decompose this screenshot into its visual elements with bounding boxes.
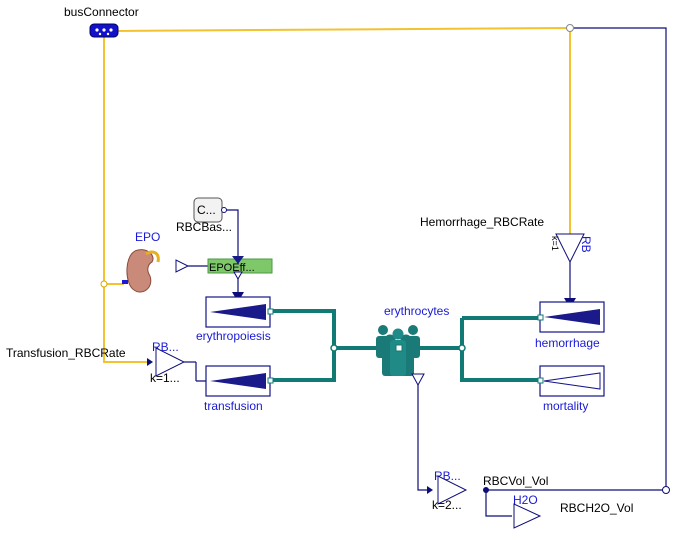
hemorrhage-gain-block[interactable]: RB k=1 — [550, 233, 593, 264]
transfusion-block[interactable] — [205, 365, 274, 397]
transfusion-gain-block[interactable] — [147, 347, 186, 377]
rbch2o-vol-label: RBCH2O_Vol — [560, 501, 633, 515]
h2o-label: H2O — [513, 493, 538, 507]
c-block-label: C... — [197, 203, 216, 217]
bus-junction-top — [566, 24, 574, 32]
ramp-flow-icon — [543, 372, 601, 390]
triangle-gain-icon — [555, 233, 585, 264]
erythrocytes-output-triangle-icon — [411, 373, 425, 387]
gain-top-k-label: k=1... — [150, 371, 180, 385]
flow-junction-right — [458, 344, 466, 352]
transfusion-label: transfusion — [204, 399, 263, 413]
triangle-gain-icon — [437, 475, 468, 505]
erythropoiesis-block[interactable] — [205, 296, 274, 328]
hemorrhage-block[interactable] — [537, 301, 605, 333]
signal-junction-h2o — [483, 487, 489, 493]
bus-lines — [103, 26, 571, 363]
rbc-base-label: RBCBas... — [176, 220, 232, 234]
signal-lines — [184, 27, 667, 517]
ramp-flow-icon — [210, 373, 266, 389]
bus-connector-label: busConnector — [64, 5, 139, 19]
erythrocytes-label: erythrocytes — [384, 304, 449, 318]
hemorrhage-gain-k-label: k=1 — [550, 236, 560, 251]
flow-junction-left — [330, 344, 338, 352]
rb-vertical-label: RB — [579, 236, 593, 253]
erythropoiesis-label: erythropoiesis — [196, 329, 271, 343]
hemorrhage-label: hemorrhage — [535, 336, 600, 350]
mortality-block[interactable] — [537, 365, 605, 397]
signal-arrowheads — [232, 292, 576, 494]
epo-effect-block[interactable]: EPOEff... — [207, 256, 273, 281]
ramp-flow-icon — [544, 309, 600, 325]
ramp-flow-icon — [210, 304, 266, 320]
rbcvol-vol-label: RBCVol_Vol — [483, 474, 548, 488]
hemorrhage-rbcrate-label: Hemorrhage_RBCRate — [420, 215, 544, 229]
mortality-label: mortality — [543, 399, 588, 413]
epo-label: EPO — [135, 230, 160, 244]
epo-input-triangle-icon — [175, 259, 190, 273]
epo-effect-label: EPOEff... — [209, 262, 255, 274]
bus-junction-left — [100, 280, 108, 288]
triangle-gain-icon — [155, 347, 186, 377]
signal-junction-rbcvol — [662, 486, 670, 494]
c-block[interactable]: C... — [193, 197, 227, 223]
people-icon[interactable] — [376, 325, 420, 376]
transfusion-rbcrate-label: Transfusion_RBCRate — [6, 346, 126, 360]
bus-connector-icon[interactable] — [89, 23, 119, 38]
h2o-gain-block[interactable] — [513, 503, 542, 529]
gain-bottom-k-label: k=2... — [432, 498, 462, 512]
rbc-volume-gain-block[interactable] — [437, 475, 468, 505]
kidney-icon[interactable] — [122, 249, 160, 293]
triangle-gain-icon — [513, 503, 542, 529]
